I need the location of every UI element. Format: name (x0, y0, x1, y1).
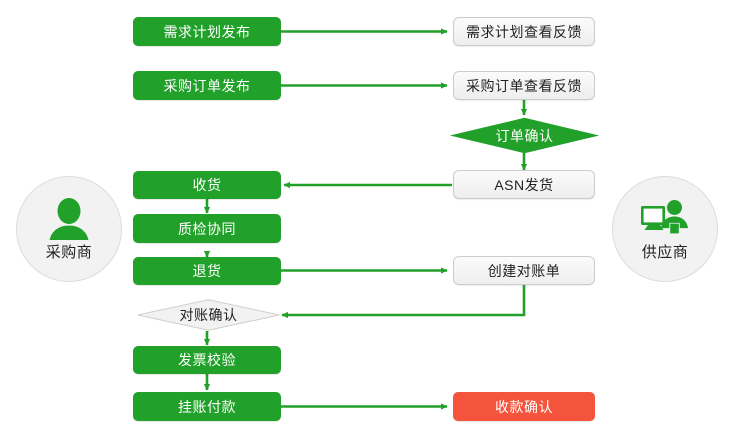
node-label: 退货 (192, 263, 222, 279)
node-invoice-check[interactable]: 发票校验 (133, 346, 281, 374)
actor-supplier-label: 供应商 (641, 244, 689, 261)
actor-buyer-label: 采购商 (45, 244, 93, 261)
diamond-shape-icon (137, 299, 280, 331)
node-receive-goods[interactable]: 收货 (133, 171, 281, 199)
node-quality-collaboration[interactable]: 质检协同 (133, 214, 281, 243)
node-demand-plan-feedback[interactable]: 需求计划查看反馈 (453, 17, 595, 46)
node-demand-plan-publish[interactable]: 需求计划发布 (133, 17, 281, 46)
wire-create-statement-to-statement-confirm (281, 285, 526, 319)
node-label: 发票校验 (178, 352, 236, 368)
node-label: 订单确认 (495, 127, 554, 144)
node-payable-payment[interactable]: 挂账付款 (133, 392, 281, 421)
node-order-confirm[interactable]: 订单确认 (449, 117, 600, 154)
node-label: 挂账付款 (178, 398, 236, 415)
node-purchase-order-feedback[interactable]: 采购订单查看反馈 (453, 71, 595, 100)
node-label: 采购订单发布 (163, 77, 251, 94)
node-return-goods[interactable]: 退货 (133, 257, 281, 285)
diamond-shape-icon (449, 117, 600, 154)
actor-supplier: 供应商 (612, 176, 718, 282)
person-icon (49, 198, 89, 240)
actor-buyer: 采购商 (16, 176, 122, 282)
node-create-statement[interactable]: 创建对账单 (453, 256, 595, 285)
node-statement-confirm[interactable]: 对账确认 (137, 299, 280, 331)
node-label: 需求计划发布 (163, 23, 251, 40)
node-label: 采购订单查看反馈 (466, 77, 582, 94)
node-label: 收款确认 (495, 398, 553, 415)
node-purchase-order-publish[interactable]: 采购订单发布 (133, 71, 281, 100)
person-at-computer-icon (641, 200, 689, 234)
node-label: ASN发货 (494, 176, 554, 193)
node-asn-shipment[interactable]: ASN发货 (453, 170, 595, 199)
node-label: 需求计划查看反馈 (466, 23, 582, 40)
node-receipt-confirm[interactable]: 收款确认 (453, 392, 595, 421)
node-label: 质检协同 (178, 220, 236, 237)
node-label: 创建对账单 (487, 262, 561, 279)
node-label: 对账确认 (179, 307, 238, 323)
node-label: 收货 (192, 177, 222, 193)
